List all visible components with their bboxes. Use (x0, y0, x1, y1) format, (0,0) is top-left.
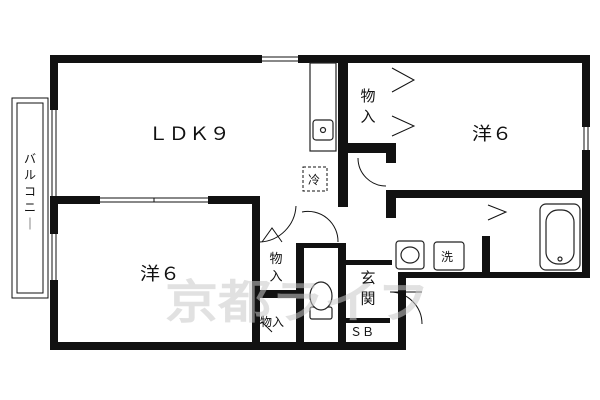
washing-machine-space (433, 241, 465, 271)
storage-label-middle: 物入 (269, 252, 282, 285)
storage-label-top: 物入 (360, 87, 375, 125)
interior-walls (50, 55, 590, 350)
washbasin (395, 240, 425, 270)
window-marks (51, 56, 589, 280)
toilet (309, 281, 333, 320)
storage-label-bottom: 物入 (260, 315, 284, 329)
ldk-label: ＬＤＫ９ (148, 124, 230, 145)
kitchen-counter (309, 62, 337, 152)
bathtub (539, 203, 581, 271)
washing-label: 洗 (441, 250, 453, 264)
western-room-label-bottom-left: 洋６ (140, 264, 180, 285)
balcony (11, 97, 49, 299)
exterior-walls (50, 55, 590, 350)
shoe-box-label: ＳＢ (350, 325, 374, 339)
entrance-label: 玄関 (360, 269, 375, 307)
western-room-label-top-right: 洋６ (472, 124, 512, 145)
fridge-space (302, 166, 328, 192)
watermark: 京都ライフ (165, 275, 430, 329)
balcony-label: バルコニ｜ (24, 152, 36, 231)
fridge-label: 冷 (308, 173, 320, 187)
doors (253, 67, 508, 333)
